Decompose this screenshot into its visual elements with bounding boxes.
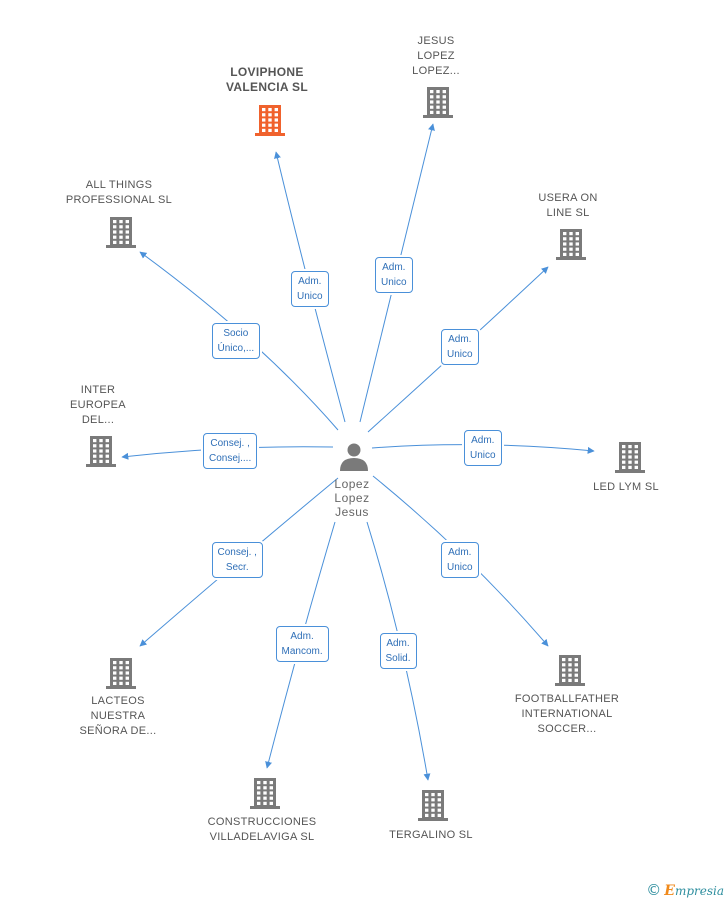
company-label-construcciones[interactable]: CONSTRUCCIONES VILLADELAVIGA SL <box>182 815 342 845</box>
role-badge-line: Unico <box>297 291 323 302</box>
person-name[interactable]: Lopez Lopez Jesus <box>320 477 384 519</box>
building-icon-footballfather[interactable] <box>555 655 585 686</box>
role-badge-line: Consej. , <box>217 547 257 558</box>
building-icon-inter-europea[interactable] <box>86 436 116 467</box>
building-icon-lacteos[interactable] <box>106 658 136 689</box>
company-label-line: USERA ON <box>538 192 598 204</box>
role-badge-tergalino[interactable]: Adm. Solid. <box>379 633 417 669</box>
company-label-line: TERGALINO SL <box>389 829 473 841</box>
company-label-tergalino[interactable]: TERGALINO SL <box>371 828 491 843</box>
company-label-line: PROFESSIONAL SL <box>65 194 173 206</box>
company-label-line: SOCCER... <box>537 723 597 735</box>
role-badge-line: Unico <box>381 277 407 288</box>
person-name-line: Lopez <box>334 477 370 491</box>
company-label-lacteos[interactable]: LACTEOS NUESTRA SEÑORA DE... <box>58 694 178 739</box>
company-label-line: ALL THINGS <box>85 179 153 191</box>
building-icon-loviphone[interactable] <box>255 105 285 136</box>
role-badge-construcciones[interactable]: Adm. Mancom. <box>275 626 329 662</box>
company-label-line: LOPEZ <box>417 50 455 62</box>
role-badge-jesus-lopez[interactable]: Adm. Unico <box>375 257 413 293</box>
company-label-line: CONSTRUCCIONES <box>207 816 317 828</box>
person-name-line: Lopez <box>334 491 370 505</box>
company-label-line: LOPEZ... <box>412 65 460 77</box>
building-icon-jesus-lopez[interactable] <box>423 87 453 118</box>
role-badge-line: Consej. , <box>210 438 250 449</box>
role-badge-line: Adm. <box>290 631 314 642</box>
company-label-line: INTERNATIONAL <box>521 708 613 720</box>
building-icon-construcciones[interactable] <box>250 778 280 809</box>
role-badge-line: Adm. <box>386 638 410 649</box>
company-label-line: JESUS <box>417 35 455 47</box>
role-badge-line: Unico <box>447 562 473 573</box>
role-badge-inter-europea[interactable]: Consej. , Consej.... <box>203 433 258 469</box>
role-badge-line: Consej.... <box>209 453 252 464</box>
role-badge-line: Adm. <box>471 435 495 446</box>
role-badge-line: Secr. <box>225 562 249 573</box>
role-badge-line: Socio <box>223 328 249 339</box>
role-badge-line: Adm. <box>298 276 322 287</box>
role-badge-line: Adm. <box>448 334 472 345</box>
role-badge-line: Adm. <box>382 262 406 273</box>
company-label-line: LOVIPHONE <box>230 65 304 79</box>
company-label-line: SEÑORA DE... <box>79 725 157 737</box>
role-badge-line: Solid. <box>385 653 411 664</box>
company-label-all-things[interactable]: ALL THINGS PROFESSIONAL SL <box>49 178 189 208</box>
role-badge-loviphone[interactable]: Adm. Unico <box>291 271 329 307</box>
role-badge-line: Unico <box>447 349 473 360</box>
building-icon-all-things[interactable] <box>106 217 136 248</box>
building-icon-usera[interactable] <box>556 229 586 260</box>
role-badge-line: Mancom. <box>281 646 323 657</box>
company-label-line: LINE SL <box>546 207 590 219</box>
company-label-line: VILLADELAVIGA SL <box>209 831 315 843</box>
building-icon-led-lym[interactable] <box>615 442 645 473</box>
person-name-line: Jesus <box>335 505 369 519</box>
brand-name: mpresia <box>674 884 724 898</box>
brand-initial: E <box>664 883 675 899</box>
role-badge-footballfather[interactable]: Adm. Unico <box>441 542 479 578</box>
role-badge-line: Adm. <box>448 547 472 558</box>
company-label-line: INTER <box>80 384 116 396</box>
company-label-line: LACTEOS <box>91 695 145 707</box>
role-badge-lacteos[interactable]: Consej. , Secr. <box>211 542 263 578</box>
building-icon-tergalino[interactable] <box>418 790 448 821</box>
icons-layer <box>86 87 645 821</box>
company-label-line: FOOTBALLFATHER <box>514 693 620 705</box>
company-label-jesus-lopez[interactable]: JESUS LOPEZ LOPEZ... <box>386 34 486 79</box>
company-label-usera[interactable]: USERA ON LINE SL <box>513 191 623 221</box>
empresia-brand[interactable]: ©Empresia <box>646 881 724 899</box>
company-label-line: DEL... <box>81 414 115 426</box>
company-label-footballfather[interactable]: FOOTBALLFATHER INTERNATIONAL SOCCER... <box>497 692 637 737</box>
company-label-inter-europea[interactable]: INTER EUROPEA DEL... <box>48 383 148 428</box>
company-label-line: EUROPEA <box>70 399 126 411</box>
company-label-line: NUESTRA <box>90 710 146 722</box>
role-badge-line: Único,... <box>217 343 255 354</box>
company-label-led-lym[interactable]: LED LYM SL <box>566 480 686 495</box>
role-badge-usera[interactable]: Adm. Unico <box>441 329 479 365</box>
role-badge-led-lym[interactable]: Adm. Unico <box>464 430 502 466</box>
person-icon[interactable] <box>340 443 368 472</box>
role-badge-line: Unico <box>470 450 496 461</box>
copyright-icon: © <box>646 881 662 899</box>
company-label-line: VALENCIA SL <box>226 80 308 94</box>
company-label-line: LED LYM SL <box>593 481 659 493</box>
